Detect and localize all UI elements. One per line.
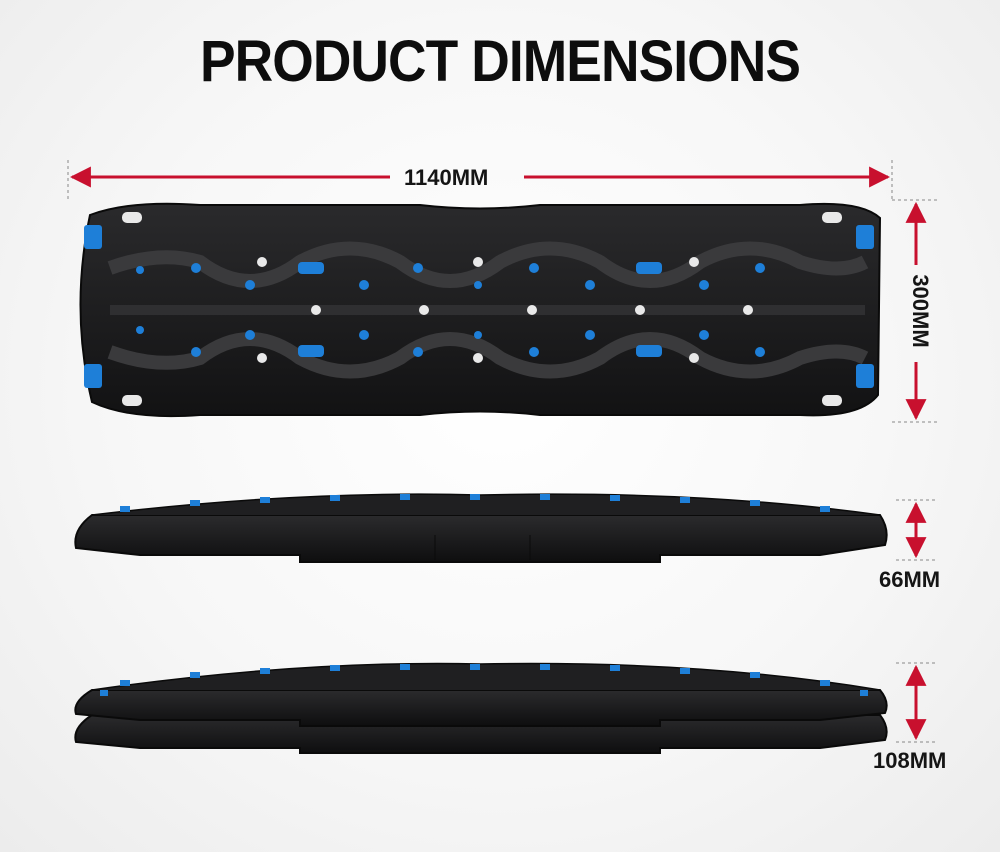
length-dimension	[892, 199, 938, 423]
length-label: 300MM	[908, 274, 933, 348]
stacked-height-dimension	[896, 662, 938, 743]
height-label: 66MM	[879, 567, 941, 592]
board-top-view	[79, 202, 882, 418]
width-label: 1140MM	[404, 165, 489, 190]
height-dimension	[896, 499, 938, 561]
width-dimension	[67, 160, 893, 200]
stacked-height-label: 108MM	[873, 748, 947, 773]
page-title: PRODUCT DIMENSIONS	[199, 29, 801, 94]
board-side-view	[74, 493, 888, 563]
board-stacked-view	[74, 662, 888, 754]
